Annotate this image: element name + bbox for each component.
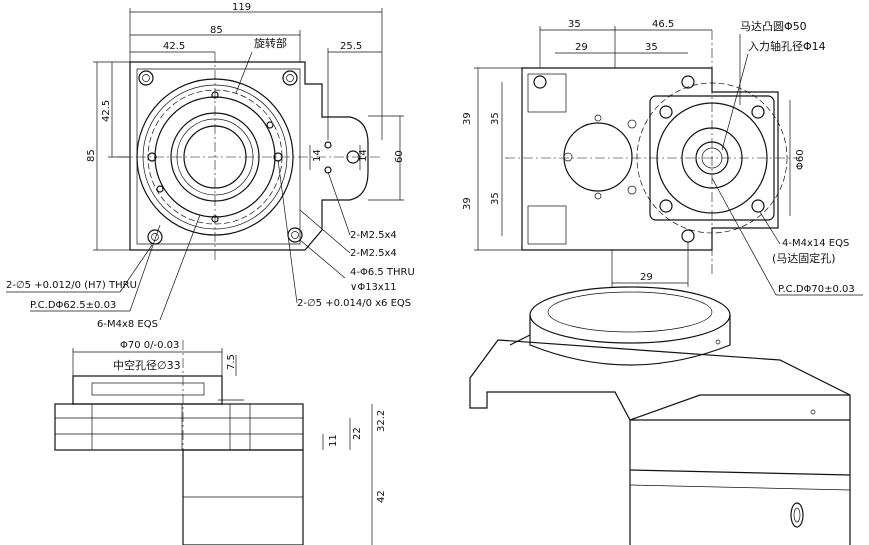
dim-half-width: 42.5 bbox=[163, 41, 185, 52]
dim-d75: 7.5 bbox=[226, 354, 237, 370]
dim-offset: 25.5 bbox=[340, 41, 362, 52]
dim-d322: 32.2 bbox=[376, 410, 387, 432]
label-motor-fix: (马达固定孔) bbox=[772, 251, 836, 265]
dim-inner-14-b: 14 bbox=[358, 149, 369, 162]
isometric-view bbox=[469, 286, 851, 545]
label-input-bore: 入力轴孔径Φ14 bbox=[748, 39, 826, 53]
dim-d35-left: 35 bbox=[568, 19, 581, 30]
dim-left-height: 85 bbox=[86, 149, 97, 162]
corner-bolt-holes bbox=[138, 70, 303, 245]
dim-half-height: 42.5 bbox=[101, 100, 112, 122]
dim-inner-14-a: 14 bbox=[312, 149, 323, 162]
dim-d39-b: 39 bbox=[462, 197, 473, 210]
dim-d29-bottom: 29 bbox=[640, 272, 653, 283]
label-thru-65: 4-Φ6.5 THRU bbox=[350, 267, 415, 278]
label-m25-b: 2-M2.5x4 bbox=[350, 248, 397, 259]
plan-view-left: 119 85 42.5 25.5 85 42.5 60 14 14 旋转部 2-… bbox=[6, 2, 415, 330]
label-m25-a: 2-M2.5x4 bbox=[350, 230, 397, 241]
dim-d39-a: 39 bbox=[462, 112, 473, 125]
dim-right-height: 60 bbox=[394, 150, 405, 163]
dim-d70: Φ70 0/-0.03 bbox=[120, 340, 179, 351]
label-hollow: 中空孔径∅33 bbox=[113, 358, 181, 372]
label-pcd-625: P.C.DΦ62.5±0.03 bbox=[30, 300, 116, 311]
label-pcd-70: P.C.DΦ70±0.03 bbox=[778, 284, 855, 295]
dim-d42: 42 bbox=[376, 490, 387, 503]
label-m4x8: 6-M4x8 EQS bbox=[97, 319, 158, 330]
label-pin-014: 2-∅5 +0.014/0 x6 EQS bbox=[297, 298, 411, 309]
side-view: Φ70 0/-0.03 中空孔径∅33 7.5 32.2 22 11 42 bbox=[54, 340, 387, 545]
label-counterbore: ∨Φ13x11 bbox=[350, 282, 397, 293]
dim-d22: 22 bbox=[352, 427, 363, 440]
dim-d35-b: 35 bbox=[490, 192, 501, 205]
label-motor-boss: 马达凸圆Φ50 bbox=[740, 20, 807, 33]
dim-d29-top: 29 bbox=[575, 42, 588, 53]
dim-d35-top2: 35 bbox=[645, 42, 658, 53]
plan-view-right: 35 46.5 29 35 39 39 35 35 Φ60 29 马达凸圆Φ50… bbox=[462, 19, 863, 296]
dim-overall-width: 119 bbox=[232, 2, 251, 13]
label-rotating-part: 旋转部 bbox=[254, 36, 287, 50]
label-pin-h7: 2-∅5 +0.012/0 (H7) THRU bbox=[6, 280, 137, 291]
label-m4x14: 4-M4x14 EQS bbox=[782, 238, 849, 249]
dim-d35-a: 35 bbox=[490, 112, 501, 125]
dim-d11: 11 bbox=[328, 434, 339, 447]
dim-body-width: 85 bbox=[210, 25, 223, 36]
dim-d465: 46.5 bbox=[652, 19, 674, 30]
dim-d60-right: Φ60 bbox=[795, 149, 806, 170]
